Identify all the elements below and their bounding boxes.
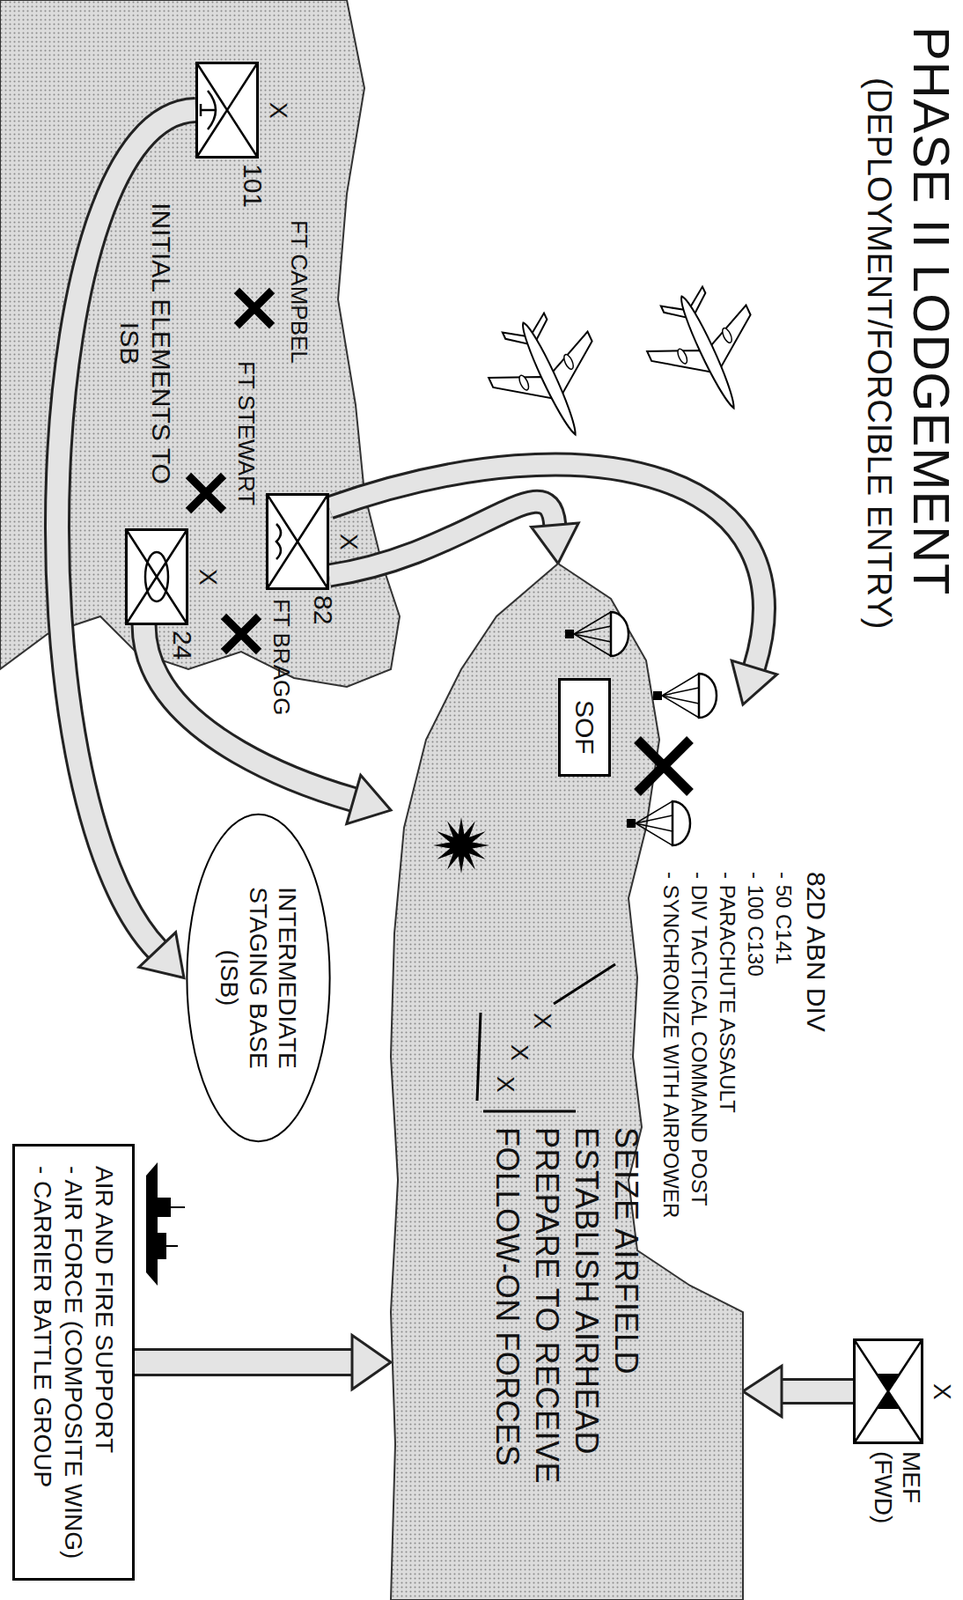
box-item: - CARRIER BATTLE GROUP [27, 1165, 59, 1559]
text-anchor: 24 [167, 630, 199, 660]
title: PHASE II LODGEMENT [903, 26, 960, 596]
unit-name: MEF (FWD) [868, 1450, 926, 1535]
staging-base-oval: INTERMEDIATE STAGING BASE (ISB) [183, 810, 333, 1145]
text-anchor: - DIV TACTICAL COMMAND POST [686, 871, 712, 1206]
fat-arrow [144, 624, 391, 824]
unit-number: 101 [237, 163, 269, 208]
text-anchor: PHASE II LODGEMENT [903, 26, 960, 596]
text-anchor: MEF (FWD) [868, 1450, 926, 1535]
boundary-mark: X [491, 1075, 520, 1093]
support-box: AIR AND FIRE SUPPORT- AIR FORCE (COMPOSI… [12, 1143, 135, 1581]
boundary-mark: X [505, 1043, 534, 1061]
text-anchor: FT CAMPBEL [285, 220, 312, 364]
text-anchor: X [505, 1043, 534, 1061]
fat-arrow [134, 1334, 391, 1389]
text-anchor: X [193, 568, 222, 586]
unit-frame [265, 492, 330, 590]
text-anchor: X [264, 102, 293, 119]
text-anchor: 82D ABN DIV [801, 871, 832, 1032]
unit-number: 82 [308, 595, 339, 625]
text-anchor: (DEPLOYMENT/FORCIBLE ENTRY) [859, 77, 898, 629]
echelon-mark: X [927, 1382, 956, 1400]
unit-symbol: 24 [124, 528, 189, 625]
unit-symbol: 82 [265, 492, 330, 590]
text-anchor: - 50 C141 [771, 871, 796, 964]
fat-arrow [742, 1365, 853, 1417]
unit-heading: 82D ABN DIV [801, 871, 832, 1032]
oval-label: INTERMEDIATE STAGING BASE (ISB) [214, 867, 302, 1088]
bullet-item: - 100 C130 [742, 871, 768, 977]
text-anchor: - PARACHUTE ASSAULT [714, 871, 740, 1113]
bullet-item: - PARACHUTE ASSAULT [714, 871, 740, 1113]
text-anchor: 82 [308, 595, 339, 625]
text-anchor: FT BRAGG [267, 598, 295, 715]
echelon-mark: X [334, 533, 363, 551]
text-anchor: SEIZE AIRFIELD ESTABLISH AIRHEAD PREPARE… [487, 1126, 647, 1497]
text-anchor: X [927, 1382, 956, 1400]
unit-frame [195, 61, 259, 159]
fort-label: FT BRAGG [267, 598, 295, 715]
bullet-item: - DIV TACTICAL COMMAND POST [686, 871, 712, 1206]
bullet-item: - SYNCHRONIZE WITH AIRPOWER [658, 871, 684, 1218]
bullet-item: - 50 C141 [771, 871, 796, 964]
edge-label: INITIAL ELEMENTS TO ISB [113, 193, 177, 493]
fat-arrow [57, 110, 196, 978]
aircraft [473, 299, 625, 457]
fort-label: FT STEWART [232, 360, 259, 506]
text-anchor: INITIAL ELEMENTS TO ISB [113, 193, 177, 493]
fat-arrow [329, 501, 579, 576]
echelon-mark: X [264, 102, 293, 119]
text-anchor: FT STEWART [232, 360, 259, 506]
box-heading: AIR AND FIRE SUPPORT [88, 1165, 120, 1559]
fort-marker [188, 475, 224, 511]
unit-frame [124, 528, 189, 625]
unit-symbol: 101 [195, 61, 259, 159]
mef-symbol: MEF (FWD) [852, 1337, 924, 1444]
unit-number: 24 [167, 630, 199, 660]
sof-box: SOF [558, 677, 612, 777]
box-item: - AIR FORCE (COMPOSITE WING) [58, 1165, 89, 1559]
fort-marker [236, 290, 272, 326]
text-anchor: 101 [237, 163, 269, 208]
echelon-mark: X [193, 568, 222, 586]
text-anchor: - SYNCHRONIZE WITH AIRPOWER [658, 871, 684, 1218]
text-anchor: X [491, 1075, 520, 1093]
fort-label: FT CAMPBEL [285, 220, 312, 364]
aircraft [632, 272, 784, 431]
box-heading: SOF [568, 699, 603, 755]
unit-frame [852, 1337, 924, 1444]
objective-text: SEIZE AIRFIELD ESTABLISH AIRHEAD PREPARE… [487, 1126, 647, 1497]
text-anchor: - 100 C130 [742, 871, 768, 977]
text-anchor: X [334, 533, 363, 551]
text-anchor: X [528, 1012, 557, 1030]
ship [146, 1161, 185, 1286]
fort-marker [223, 616, 259, 652]
boundary-mark: X [528, 1012, 557, 1030]
subtitle: (DEPLOYMENT/FORCIBLE ENTRY) [859, 77, 898, 629]
